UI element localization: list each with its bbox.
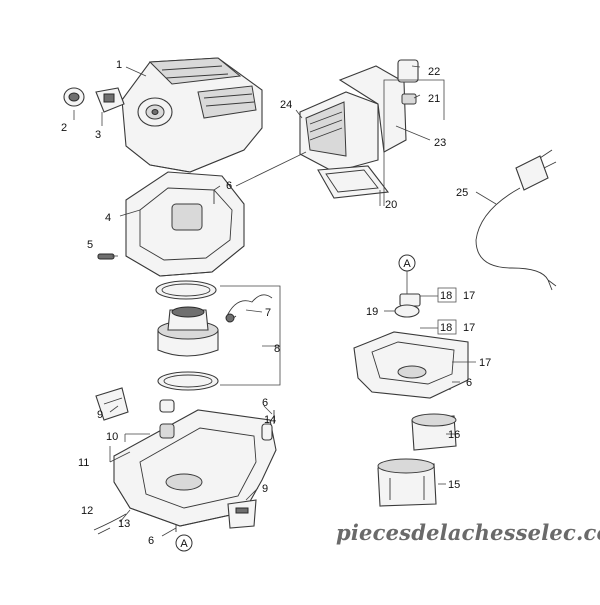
label-19: 19 <box>366 306 378 318</box>
label-3: 3 <box>95 129 101 141</box>
label-18: 18 <box>440 290 452 302</box>
knob-part <box>63 87 85 107</box>
top-cover-part <box>121 57 263 173</box>
label-6: 6 <box>262 397 268 409</box>
separator-housing-part <box>353 293 469 507</box>
label-17: 17 <box>463 290 475 302</box>
wire-part <box>225 294 273 323</box>
label-14: 14 <box>264 414 276 426</box>
switch-part <box>95 87 125 113</box>
motor-unit-part <box>155 280 219 391</box>
base-tank-part <box>113 409 277 527</box>
label-13: 13 <box>118 518 130 530</box>
label-6: 6 <box>148 535 154 547</box>
label-21: 21 <box>428 93 440 105</box>
label-17: 17 <box>479 357 491 369</box>
label-11: 11 <box>78 457 89 469</box>
filter-assembly-part <box>299 59 445 206</box>
latch-left-part <box>95 387 129 421</box>
label-1: 1 <box>116 59 122 71</box>
part-number-labels: 1 2 3 4 5 6 7 8 9 10 11 6 14 9 12 13 6 2… <box>61 59 491 547</box>
watermark-text: piecesdelachesselec.com <box>336 520 600 545</box>
label-20: 20 <box>385 199 397 211</box>
leader-lines <box>73 65 497 537</box>
cable-part <box>93 513 127 535</box>
label-12: 12 <box>81 505 93 517</box>
svg-text:A: A <box>180 538 188 550</box>
label-7: 7 <box>265 307 271 319</box>
label-23: 23 <box>434 137 446 149</box>
label-5: 5 <box>87 239 93 251</box>
label-16: 16 <box>448 429 460 441</box>
label-17: 17 <box>463 322 475 334</box>
pin-14-part <box>261 423 273 441</box>
label-6: 6 <box>226 180 232 192</box>
label-4: 4 <box>105 212 111 224</box>
valve-part <box>159 399 175 439</box>
small-pin-part <box>97 253 115 260</box>
reference-marker-a-bottom: A <box>175 534 193 552</box>
motor-housing-part <box>125 171 245 277</box>
label-24: 24 <box>280 99 292 111</box>
label-9: 9 <box>262 483 268 495</box>
label-9: 9 <box>97 409 103 421</box>
label-25: 25 <box>456 187 468 199</box>
svg-text:A: A <box>403 258 411 270</box>
latch-bottom-part <box>227 499 257 529</box>
label-6: 6 <box>466 377 472 389</box>
label-15: 15 <box>448 479 460 491</box>
label-2: 2 <box>61 122 67 134</box>
label-bracket-boxes <box>437 287 457 335</box>
label-8: 8 <box>274 343 280 355</box>
label-22: 22 <box>428 66 440 78</box>
reference-marker-a-top: A <box>398 254 416 272</box>
power-cord-part <box>475 149 557 291</box>
label-18: 18 <box>440 322 452 334</box>
label-10: 10 <box>106 431 118 443</box>
